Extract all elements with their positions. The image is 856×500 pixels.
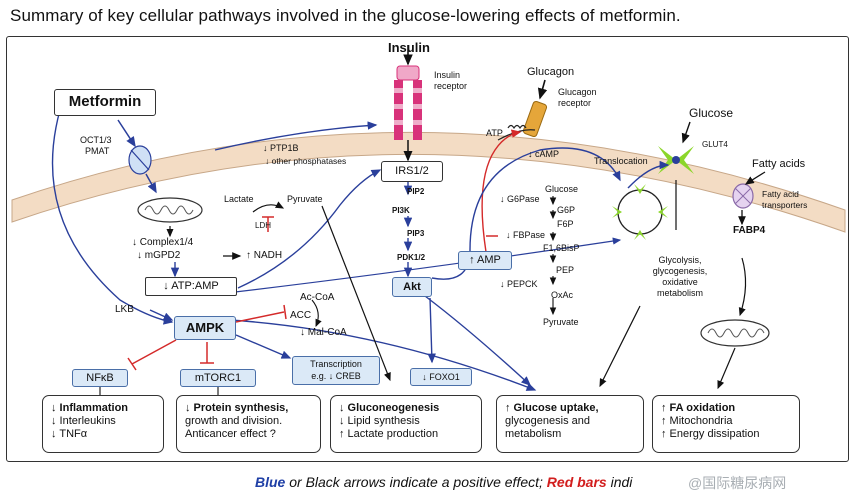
outcome-fa-oxidation: ↑ FA oxidation ↑ Mitochondria ↑ Energy d…	[652, 395, 800, 453]
foxo1-box: ↓ FOXO1	[410, 368, 472, 386]
pdk-label: PDK1/2	[397, 253, 426, 262]
malcoa-label: ↓ Mal-CoA	[300, 327, 347, 338]
outcome-inflammation: ↓ Inflammation ↓ Interleukins ↓ TNFα	[42, 395, 164, 453]
glycolysis-label: Glycolysis, glycogenesis, oxidative meta…	[652, 255, 708, 298]
fatty-acid-transporter-shape	[732, 183, 754, 209]
atp-glucagon-label: ATP	[486, 128, 503, 138]
mtorc1-box: mTORC1	[180, 369, 256, 387]
glut4-vesicle-cycle	[612, 184, 668, 240]
nfkb-box: NFκB	[72, 369, 128, 387]
glucagon-receptor-shape	[507, 100, 548, 138]
outcome-line: ↑ Energy dissipation	[661, 428, 760, 440]
outcome-line: ↑ Lactate production	[339, 428, 439, 440]
translocation-label: Translocation	[594, 156, 648, 166]
fatty-acids-label: Fatty acids	[752, 158, 806, 170]
transcription-label: Transcription	[310, 359, 362, 369]
outcome-line: ↓ Lipid synthesis	[339, 415, 420, 427]
figure-title: Summary of key cellular pathways involve…	[10, 6, 681, 25]
pip3-label: PIP3	[407, 229, 425, 238]
mitochondrion-left-shape	[137, 197, 203, 223]
oxac-label: OxAc	[551, 290, 574, 300]
caption-part2: indi	[606, 474, 633, 490]
ldh-label: LDH	[255, 221, 272, 230]
lkb-label: LKB	[115, 304, 134, 315]
glut4-label: GLUT4	[702, 140, 728, 149]
camp-label: ↓ cAMP	[528, 149, 560, 159]
pyruvate-met-label: Pyruvate	[543, 317, 579, 327]
irs-box: IRS1/2	[381, 161, 443, 182]
transcription-box: Transcription e.g. ↓ CREB	[292, 356, 380, 385]
outcome-line: glycogenesis and	[505, 415, 591, 427]
metformin-box: Metformin	[54, 89, 156, 116]
metformin-transporter-shape	[128, 145, 152, 175]
caption-part1: or Black arrows indicate a positive effe…	[285, 474, 547, 490]
caption-blue: Blue	[255, 474, 286, 490]
fbpase-label: ↓ FBPase	[506, 230, 546, 240]
outcome-line: ↓ Protein synthesis,	[185, 402, 289, 414]
caption-red: Red bars	[546, 474, 607, 490]
pepck-label: ↓ PEPCK	[500, 279, 538, 289]
legend-caption: Blue or Black arrows indicate a positive…	[255, 474, 632, 490]
other-phosphatases-label: ↓ other phosphatases	[265, 156, 347, 166]
pi3k-label: PI3K	[392, 206, 410, 215]
outcome-line: ↓ TNFα	[51, 428, 88, 440]
g6p-label: G6P	[557, 205, 576, 215]
glut4-transporter-shape	[658, 146, 694, 174]
pip2-label: PIP2	[407, 187, 425, 196]
accoa-label: Ac-CoA	[300, 292, 335, 303]
outcome-line: ↓ Interleukins	[51, 415, 116, 427]
outcome-gluconeogenesis: ↓ Gluconeogenesis ↓ Lipid synthesis ↑ La…	[330, 395, 482, 453]
acc-label: ACC	[290, 310, 312, 321]
outcome-line: ↑ Glucose uptake,	[505, 402, 599, 414]
insulin-receptor-shape	[392, 65, 424, 140]
creb-label: e.g. ↓ CREB	[311, 371, 361, 381]
akt-box: Akt	[392, 277, 432, 297]
outcome-line: growth and division.	[185, 415, 283, 427]
fabp4-label: FABP4	[733, 225, 766, 236]
ptp1b-label: ↓ PTP1B	[263, 143, 299, 153]
amp-box: ↑ AMP	[458, 251, 512, 270]
outcome-line: metabolism	[505, 428, 562, 440]
f6p-label: F6P	[557, 219, 574, 229]
g6pase-label: ↓ G6Pase	[500, 194, 540, 204]
watermark: @国际糖尿病网	[688, 475, 787, 491]
cell-membrane	[11, 131, 846, 233]
nadh-label: ↑ NADH	[246, 250, 283, 261]
glucagon-label: Glucagon	[527, 66, 575, 78]
atp-amp-box: ↓ ATP:AMP	[145, 277, 237, 296]
outcome-line: ↓ Inflammation	[51, 402, 129, 414]
ampk-box: AMPK	[174, 316, 236, 340]
outcome-line: ↑ FA oxidation	[661, 402, 736, 414]
mitochondrion-right-shape	[700, 319, 770, 347]
outcome-glucose-uptake: ↑ Glucose uptake, glycogenesis and metab…	[496, 395, 644, 453]
f16bisp-label: F1,6BisP	[543, 243, 580, 253]
outcome-line: ↑ Mitochondria	[661, 415, 733, 427]
oct-label: OCT1/3	[80, 135, 112, 145]
outcome-line: Anticancer effect ?	[185, 428, 276, 440]
pyruvate-top-label: Pyruvate	[287, 194, 323, 204]
fatty-acid-transporters-label: Fatty acid transporters	[762, 189, 808, 210]
complex-label: ↓ Complex1/4	[132, 237, 194, 248]
pep-label: PEP	[556, 265, 575, 275]
mgpd2-label: ↓ mGPD2	[137, 250, 181, 261]
insulin-label: Insulin	[388, 40, 430, 55]
glucagon-receptor-label: Glucagon receptor	[558, 87, 597, 108]
insulin-receptor-label: Insulin receptor	[434, 70, 468, 91]
outcome-protein-synthesis: ↓ Protein synthesis, growth and division…	[176, 395, 321, 453]
glucose-label: Glucose	[689, 106, 734, 120]
glucose-met-label: Glucose	[545, 184, 579, 194]
lactate-label: Lactate	[224, 194, 254, 204]
outcome-line: ↓ Gluconeogenesis	[339, 402, 440, 414]
diagram-frame	[6, 36, 849, 462]
pmat-label: PMAT	[85, 146, 110, 156]
